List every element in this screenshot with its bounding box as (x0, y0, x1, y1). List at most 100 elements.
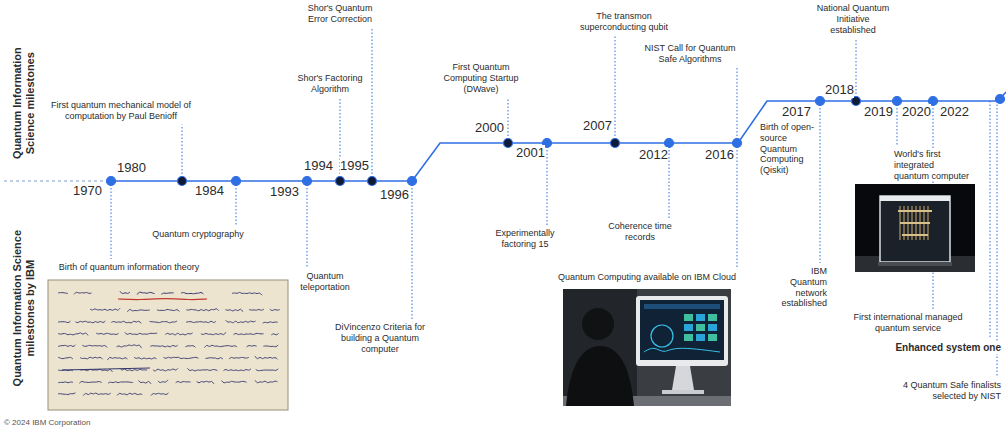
leader-line (669, 143, 670, 218)
handwriting-stroke (75, 321, 105, 323)
label-slot: IBM Quantum network established (777, 266, 827, 309)
label-slot: Quantum Computing available on IBM Cloud (549, 272, 745, 283)
year-label: 2012 (639, 147, 668, 163)
leader-line (737, 68, 738, 143)
handwriting-stroke (153, 368, 178, 371)
milestone-label: World's first integrated quantum compute… (894, 149, 971, 181)
label-slot: Quantum teleportation (299, 271, 351, 293)
label-slot: The transmon superconducting qubit (572, 11, 676, 33)
screen-tile (708, 314, 717, 321)
leader-line (508, 97, 509, 143)
handwriting-stroke (161, 293, 174, 294)
milestone-label: First international managed quantum serv… (851, 312, 965, 334)
milestone-label: Shor's Quantum Error Correction (299, 3, 381, 25)
label-slot: Shor's Factoring Algorithm (295, 73, 365, 95)
milestone-label: Enhanced system one (895, 342, 1001, 354)
label-slot: 1980 (117, 160, 151, 176)
label-slot: 1993 (270, 184, 304, 200)
milestone-label: DiVincenzo Criteria for building a Quant… (332, 322, 428, 354)
label-slot: Quantum Information Science milestones b… (11, 228, 37, 388)
label-slot: 1970 (73, 183, 107, 199)
leader-line (547, 143, 548, 225)
handwriting-stroke (138, 380, 151, 383)
label-slot: First quantum mechanical model of comput… (47, 100, 195, 122)
note-photo (48, 280, 288, 410)
label-slot: NIST Call for Quantum Safe Algorithms (642, 43, 738, 65)
timeline-dots (107, 95, 1005, 186)
milestone-label: Coherence time records (605, 221, 675, 243)
handwriting-stroke (120, 291, 130, 293)
handwriting-stroke (117, 393, 142, 395)
label-slot: Quantum cryptography (148, 229, 248, 240)
label-slot: 2000 (475, 120, 509, 136)
screen-tile (708, 324, 717, 331)
milestone-dot (852, 97, 861, 106)
label-slot: 2017 (782, 104, 816, 120)
handwriting-stroke (58, 393, 76, 395)
leader-line (990, 101, 991, 339)
chandelier-plate (902, 234, 928, 236)
milestone-dot (996, 95, 1005, 104)
timeline-line (4, 92, 1006, 181)
year-label: 2022 (940, 104, 969, 120)
handwriting-stroke (222, 381, 247, 383)
milestone-label: Birth of quantum information theory (59, 262, 200, 273)
milestone-dot (368, 177, 377, 186)
label-slot: First international managed quantum serv… (851, 312, 965, 334)
photo-shadow (563, 289, 637, 406)
handwriting-stroke (163, 357, 198, 358)
label-slot: DiVincenzo Criteria for building a Quant… (332, 322, 428, 354)
handwriting-stroke (256, 369, 279, 371)
leader-line (236, 181, 237, 226)
label-slot: National Quantum Initiative established (814, 3, 892, 35)
handwriting-stroke (229, 357, 249, 359)
milestone-dot (178, 177, 187, 186)
milestone-dot (336, 177, 345, 186)
handwriting-stroke (187, 368, 217, 371)
year-label: 1980 (117, 160, 146, 176)
label-slot: Experimentally factoring 15 (490, 228, 560, 250)
strike-stroke (62, 368, 150, 370)
monitor-screen (640, 300, 724, 360)
milestone-dot (303, 177, 312, 186)
monitor-base (662, 390, 704, 394)
label-slot: Birth of quantum information theory (54, 262, 204, 273)
chandelier-plate (898, 210, 932, 212)
year-label: 1996 (380, 187, 409, 203)
label-slot: © 2024 IBM Corporation (4, 418, 144, 428)
handwriting-stroke (158, 380, 168, 383)
leader-line (820, 101, 821, 263)
handwriting-stroke (263, 345, 278, 347)
handwriting-stroke (82, 345, 107, 347)
label-slot: Birth of open-source Quantum Computing (… (760, 122, 816, 176)
handwriting-stroke (201, 332, 226, 335)
handwriting-stroke (150, 345, 178, 347)
milestone-dot (893, 97, 902, 106)
label-slot: Enhanced system one (889, 342, 1001, 354)
label-slot: 2019 (864, 104, 898, 120)
handwriting-stroke (96, 333, 119, 334)
handwriting-stroke (255, 380, 278, 382)
year-label: 2001 (516, 145, 545, 161)
milestone-label: National Quantum Initiative established (814, 3, 892, 35)
milestone-label: The transmon superconducting qubit (572, 11, 676, 33)
handwriting-stroke (58, 357, 73, 359)
leader-line (111, 181, 112, 259)
leader-line (307, 181, 308, 268)
screen-tile (696, 324, 705, 331)
system-photo (855, 184, 975, 272)
milestone-label: Quantum Computing available on IBM Cloud (558, 272, 736, 283)
chandelier-plate (900, 222, 930, 224)
handwriting-stroke (205, 358, 223, 359)
handwriting-stroke (58, 381, 73, 383)
handwriting-stroke (185, 346, 195, 348)
leader-line (412, 181, 413, 319)
handwriting-stroke (205, 345, 238, 347)
milestone-dot (816, 97, 825, 106)
label-slot: 2007 (583, 118, 617, 134)
handwriting-stroke (197, 381, 215, 384)
milestone-dot (611, 139, 620, 148)
leader-line (372, 28, 373, 181)
